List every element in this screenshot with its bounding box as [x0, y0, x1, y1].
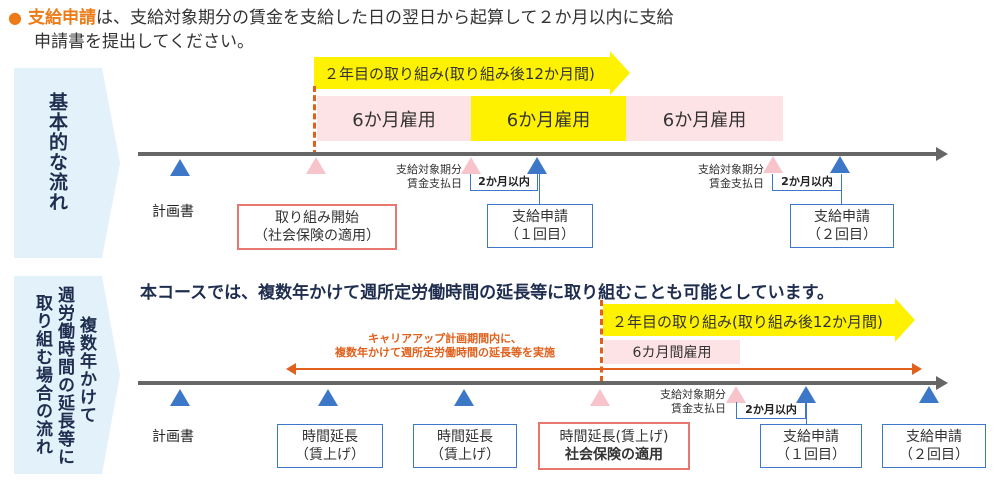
section1-period-2: 6か月雇用 — [471, 96, 626, 141]
section1-start-marker — [313, 86, 316, 156]
section2-orange-note-line2: 複数年かけて週所定労働時間の延長等を実施 — [335, 346, 555, 359]
section1-apply1-connector — [539, 174, 540, 204]
section2-timeline-arrowhead — [936, 376, 948, 390]
section1-apply2-tri — [830, 156, 850, 173]
section1-plan-marker — [170, 159, 190, 176]
section2-extend3-tri — [590, 389, 610, 406]
section2-extend2-box: 時間延長 （賃上げ） — [413, 424, 517, 468]
section2-extend3-box: 時間延長(賃上げ) 社会保険の適用 — [538, 422, 690, 470]
section2-payday-label: 支給対象期分 賃金支払日 — [640, 388, 726, 416]
section1-payday1-line1: 支給対象期分 — [396, 163, 462, 176]
section1-apply1-box: 支給申請 （１回目） — [487, 204, 593, 248]
section2-plan-marker — [170, 389, 190, 406]
section2-arrow-text: ２年目の取り組み(取り組み後12か月間) — [612, 312, 883, 331]
section1-label: 基本的な流れ — [46, 92, 68, 212]
section1-start-line1: 取り組み開始 — [275, 210, 359, 226]
section1-start-tri — [306, 157, 326, 174]
header-line2: 申請書を提出してください。 — [34, 32, 254, 52]
section2-apply2-box: 支給申請 （２回目） — [882, 424, 986, 468]
section2-orange-note: キャリアアップ計画期間内に、 複数年かけて週所定労働時間の延長等を実施 — [310, 332, 580, 360]
section1-payday1-line2: 賃金支払日 — [407, 177, 462, 190]
section1-within2: 2か月以内 — [772, 174, 842, 191]
section2-extend2-tri — [454, 389, 474, 406]
section2-apply1-line2: （１回目） — [776, 447, 846, 463]
section2-start-marker — [600, 300, 603, 382]
section1-apply1-line2: （１回目） — [505, 227, 575, 243]
bullet-icon: ● — [8, 8, 22, 27]
section2-label-band — [14, 276, 120, 474]
section1-apply2-box: 支給申請 （２回目） — [790, 204, 894, 248]
section2-apply1-box: 支給申請 （１回目） — [760, 424, 862, 468]
section1-apply2-line1: 支給申請 — [814, 209, 870, 225]
header-line1-rest: は、支給対象期分の賃金を支給した日の翌日から起算して２か月以内に支給 — [95, 8, 674, 28]
section1-start-line2: （社会保険の適用） — [254, 228, 380, 244]
section1-within1: 2か月以内 — [470, 174, 538, 191]
section2-payday-tri — [726, 386, 746, 403]
section2-label-col2: 週労働時間の延長等に — [54, 286, 74, 466]
section2-apply1-tri — [796, 386, 816, 403]
section2-apply2-tri — [919, 386, 939, 403]
section2-apply2-line1: 支給申請 — [906, 429, 962, 445]
section2-label-col3: 取り組む場合の流れ — [32, 294, 52, 456]
section2-plan-label: 計画書 — [152, 429, 194, 445]
section2-extend1-tri — [318, 389, 338, 406]
section1-plan-label: 計画書 — [152, 204, 194, 220]
section1-start-box: 取り組み開始 （社会保険の適用） — [237, 204, 397, 250]
section1-timeline — [138, 152, 938, 156]
section2-label-col1: 複数年かけて — [76, 316, 96, 424]
section1-yellow-arrow — [314, 51, 630, 95]
section1-payday2-line2: 賃金支払日 — [709, 177, 764, 190]
header-line1: ● 支給申請は、支給対象期分の賃金を支給した日の翌日から起算して２か月以内に支給 — [8, 6, 788, 30]
section2-payday-line1: 支給対象期分 — [660, 388, 726, 401]
section2-extend1-box: 時間延長 （賃上げ） — [277, 424, 383, 468]
section2-orange-range-arrow — [286, 363, 922, 375]
section1-apply1-tri — [527, 157, 547, 174]
section2-period: 6カ月間雇用 — [604, 340, 740, 364]
section2-extend3-line2: 社会保険の適用 — [565, 447, 663, 463]
section1-timeline-arrowhead — [936, 147, 948, 161]
header-text: ●支給申請は、支給対象期分の賃金を支給した日の翌日から起算して２か月以内に支給 … — [8, 6, 788, 54]
section1-payday1-tri — [461, 157, 481, 174]
section2-extend2-line1: 時間延長 — [437, 429, 493, 445]
section1-label-band — [14, 68, 120, 258]
section2-notice: 本コースでは、複数年かけて週所定労働時間の延長等に取り組むことも可能としています… — [140, 283, 834, 303]
section1-period-1: 6か月雇用 — [317, 96, 471, 141]
section2-extend1-line2: （賃上げ） — [295, 447, 365, 463]
section2-apply1-connector — [806, 402, 807, 428]
section2-apply2-line2: （２回目） — [899, 447, 969, 463]
section2-extend2-line2: （賃上げ） — [430, 447, 500, 463]
section1-payday2-tri — [763, 156, 783, 173]
section1-payday1-label: 支給対象期分 賃金支払日 — [372, 163, 462, 191]
section2-apply1-line1: 支給申請 — [783, 429, 839, 445]
section1-apply2-line2: （２回目） — [807, 227, 877, 243]
section1-apply1-line1: 支給申請 — [512, 209, 568, 225]
section1-payday2-line1: 支給対象期分 — [698, 163, 764, 176]
section1-apply2-connector — [841, 174, 842, 204]
header-bold-term: 支給申請 — [27, 8, 96, 28]
section2-extend3-line1: 時間延長(賃上げ) — [559, 429, 669, 445]
section2-within: 2か月以内 — [736, 402, 806, 419]
section1-arrow-text: ２年目の取り組み(取り組み後12か月間) — [324, 64, 595, 83]
section2-payday-line2: 賃金支払日 — [671, 402, 726, 415]
section1-period-3: 6か月雇用 — [626, 96, 783, 141]
section2-orange-note-line1: キャリアアップ計画期間内に、 — [368, 332, 522, 345]
section2-yellow-arrow — [603, 298, 915, 342]
section2-extend1-line1: 時間延長 — [302, 429, 358, 445]
section1-payday2-label: 支給対象期分 賃金支払日 — [674, 163, 764, 191]
section2-timeline — [138, 381, 938, 385]
